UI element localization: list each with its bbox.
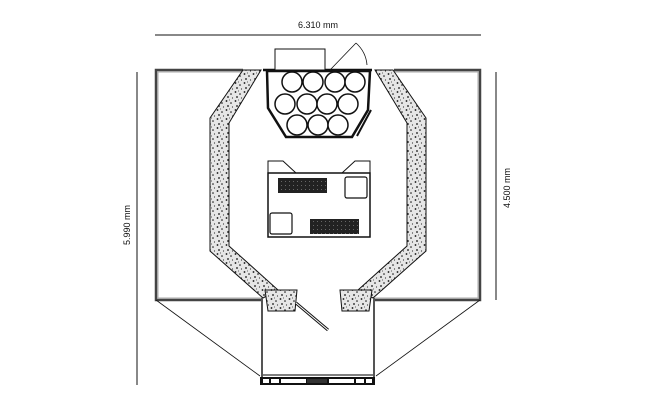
chimney-box [274, 48, 326, 71]
left-entry-block [264, 289, 298, 312]
top-door-swing[interactable] [329, 42, 368, 71]
grill-element [278, 178, 327, 193]
entry-door-leaf[interactable] [295, 301, 329, 332]
width-dimension: 6.310 mm [155, 20, 481, 36]
room-depth-dimension: 4.500 mm [495, 72, 512, 300]
total-depth-label: 5.990 mm [122, 205, 132, 245]
entrance-vestibule [155, 298, 481, 377]
total-depth-dimension: 5.990 mm [122, 72, 138, 385]
central-table [267, 160, 371, 238]
right-entry-block [339, 289, 373, 312]
log-storage-unit [265, 69, 372, 139]
square-plate [269, 212, 293, 235]
entrance-sill [260, 377, 375, 385]
room-depth-label: 4.500 mm [502, 168, 512, 208]
square-plate [344, 176, 368, 199]
outer-walls-inner [157, 71, 479, 299]
unit-door[interactable] [356, 109, 372, 137]
grill-element [310, 219, 359, 234]
width-label: 6.310 mm [298, 20, 338, 30]
logs [274, 71, 366, 136]
